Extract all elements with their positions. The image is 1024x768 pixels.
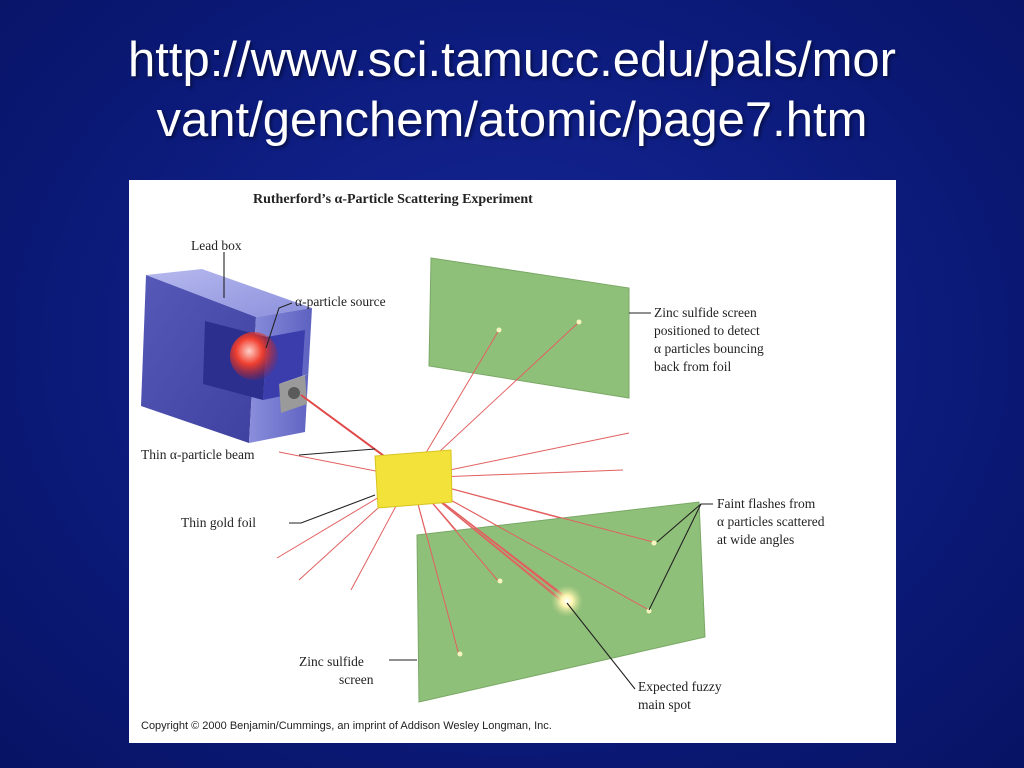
label-gold-foil: Thin gold foil [181, 515, 256, 530]
label-alpha-source: α-particle source [295, 294, 386, 309]
copyright-notice: Copyright © 2000 Benjamin/Cummings, an i… [141, 720, 552, 732]
label-faint-flashes-1: Faint flashes from [717, 496, 816, 511]
back-zinc-sulfide-screen [428, 257, 630, 399]
gold-foil [374, 449, 453, 509]
source-aperture [279, 374, 309, 413]
label-faint-flashes-3: at wide angles [717, 532, 794, 547]
alpha-particle-source [230, 332, 278, 380]
slide-title: http://www.sci.tamucc.edu/pals/mor vant/… [0, 30, 1024, 150]
label-main-spot-2: main spot [638, 697, 691, 712]
faint-flashes [457, 319, 657, 657]
label-faint-flashes-2: α particles scattered [717, 514, 825, 529]
label-front-screen-2: screen [339, 672, 374, 687]
label-front-screen-1: Zinc sulfide [299, 654, 364, 669]
label-back-screen-3: α particles bouncing [654, 341, 764, 356]
main-spot-flash [551, 585, 583, 617]
alpha-particle-beam [300, 394, 385, 457]
label-lead-box: Lead box [191, 238, 242, 253]
lead-box [141, 269, 312, 443]
diagram-canvas: Rutherford’s α-Particle Scattering Exper… [141, 192, 825, 732]
diagram-title: Rutherford’s α-Particle Scattering Exper… [253, 192, 533, 207]
slide-title-line-2: vant/genchem/atomic/page7.htm [156, 93, 868, 147]
slide-title-line-1: http://www.sci.tamucc.edu/pals/mor [128, 33, 896, 87]
label-main-spot-1: Expected fuzzy [638, 679, 722, 694]
rutherford-diagram: Rutherford’s α-Particle Scattering Exper… [129, 180, 896, 743]
label-alpha-beam: Thin α-particle beam [141, 447, 255, 462]
label-back-screen-2: positioned to detect [654, 323, 760, 338]
label-back-screen-4: back from foil [654, 359, 731, 374]
leader-lines [223, 252, 713, 690]
label-back-screen-1: Zinc sulfide screen [654, 305, 757, 320]
